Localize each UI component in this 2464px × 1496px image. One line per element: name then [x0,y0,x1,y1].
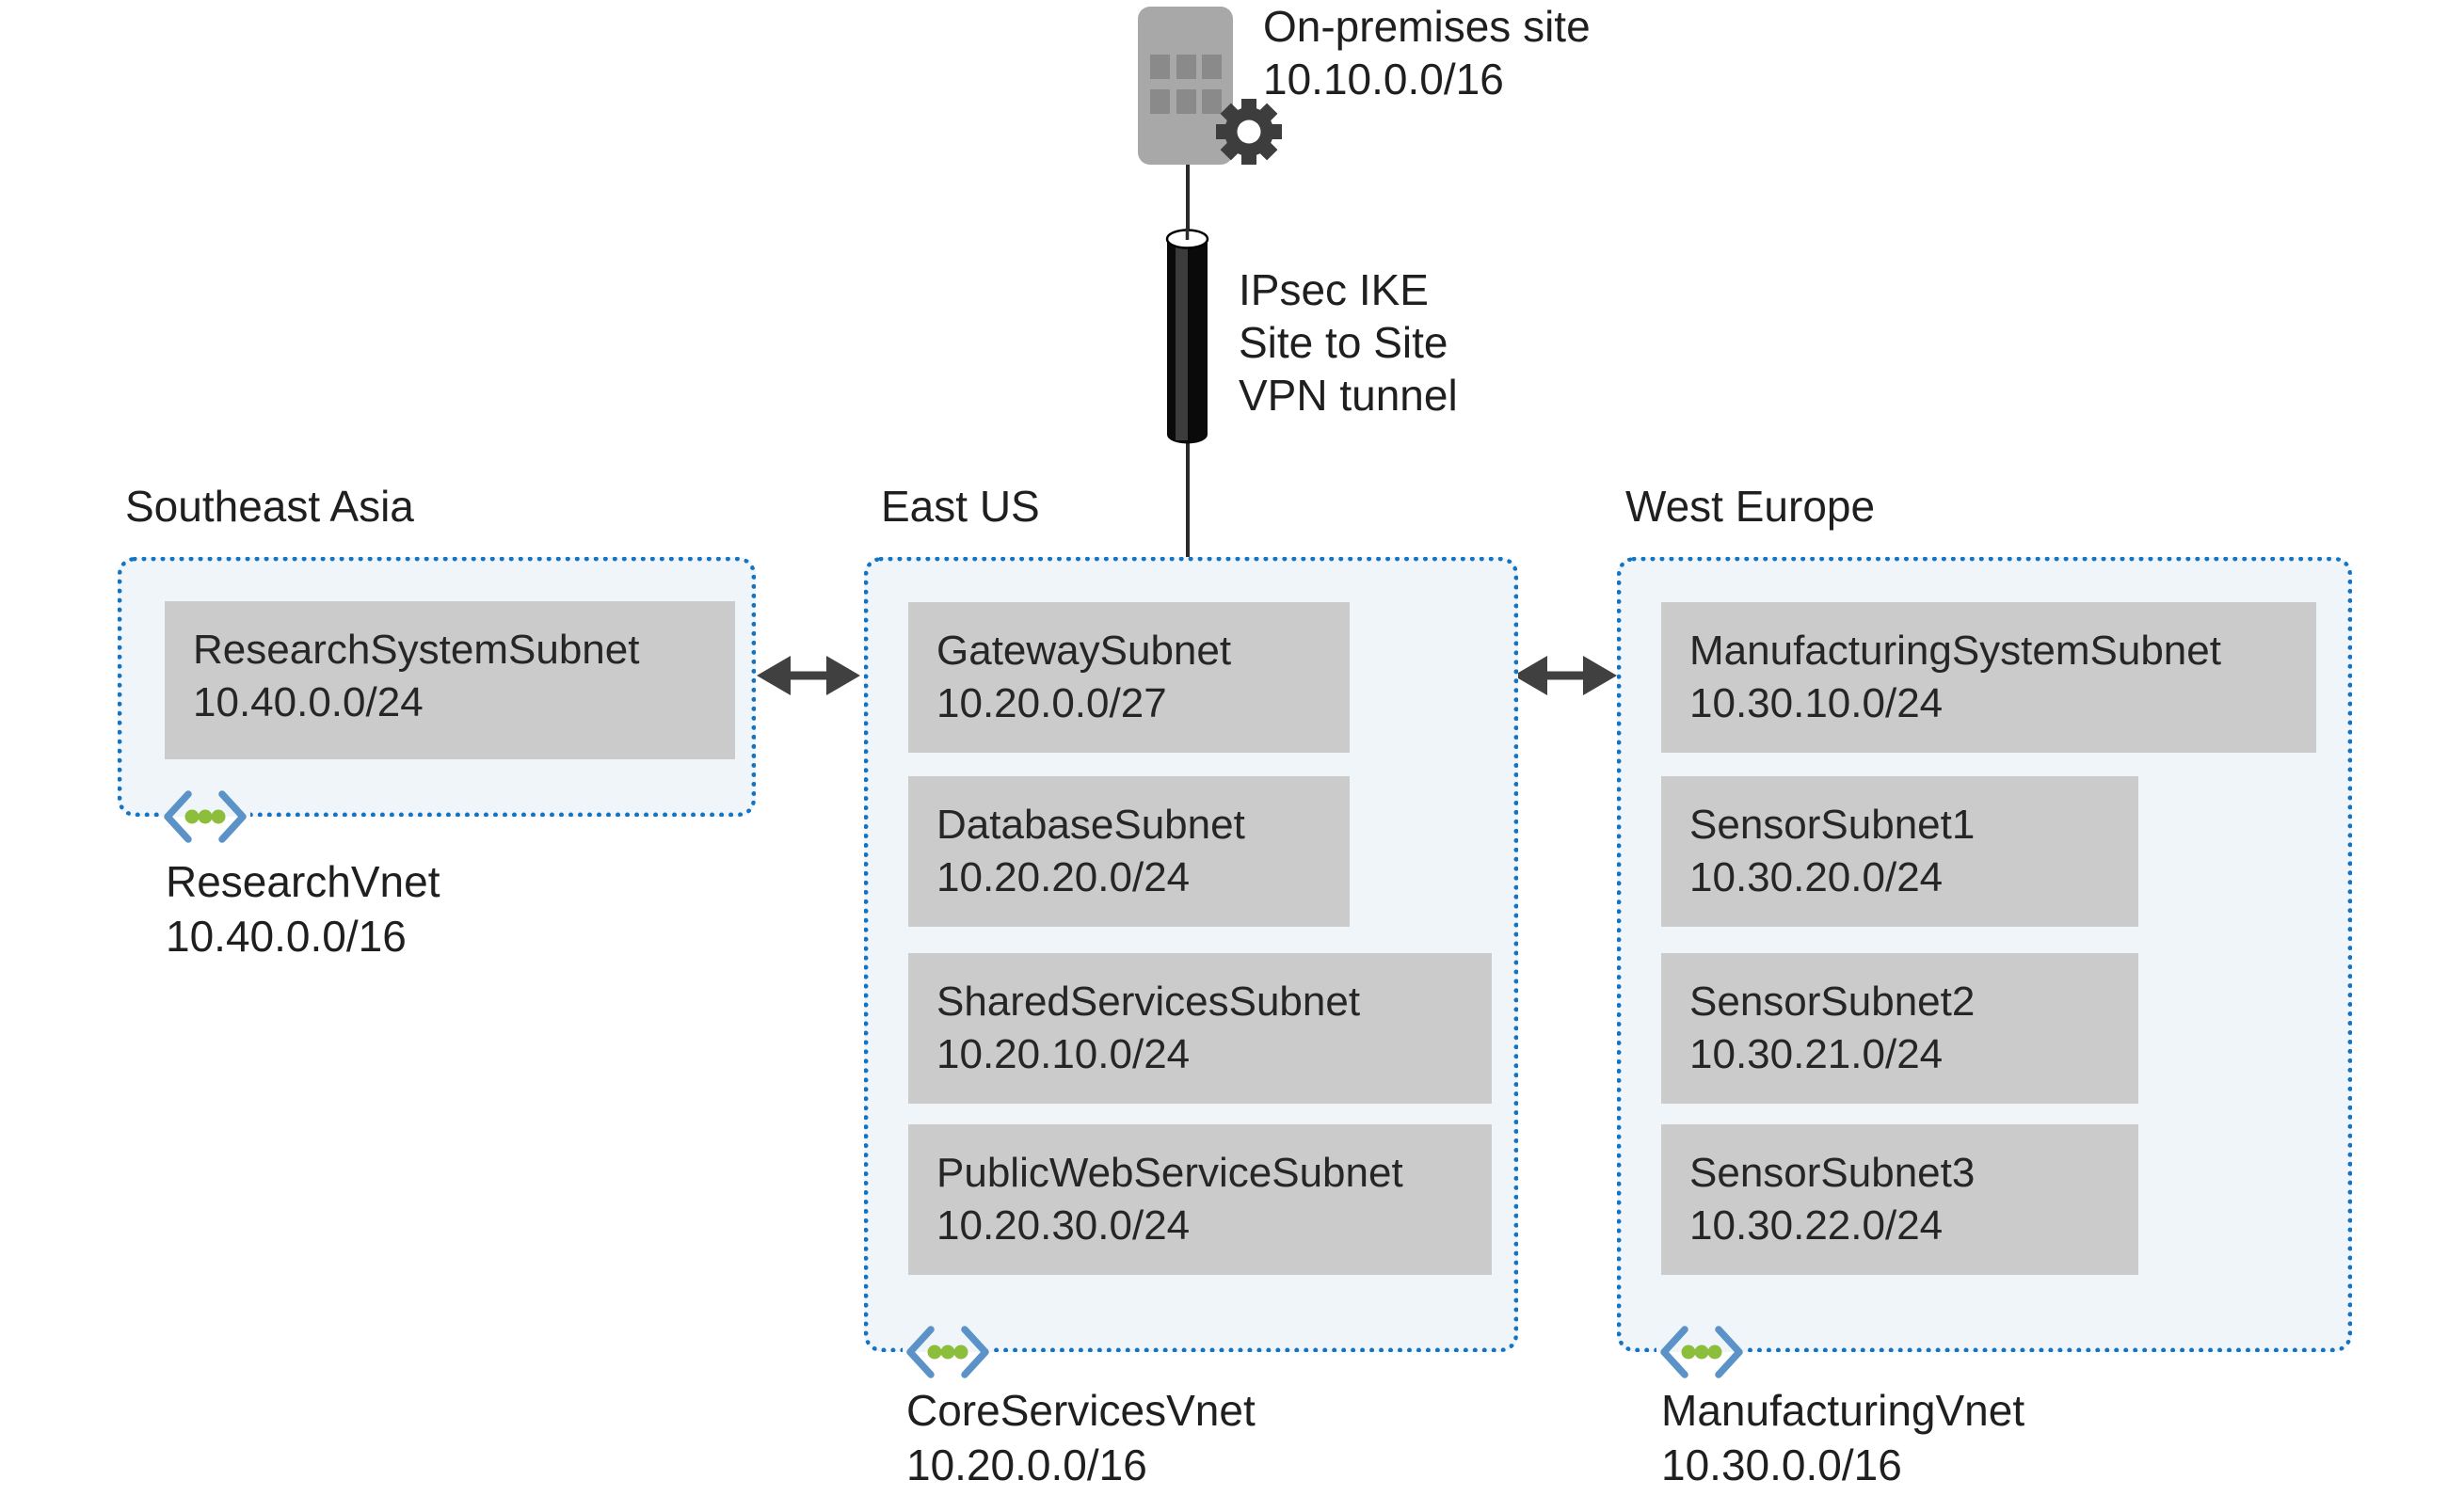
vpn-tunnel-icon [1165,228,1209,444]
on-premises-building-icon [1138,7,1282,165]
subnet-cidr: 10.30.22.0/24 [1689,1202,1944,1249]
vnet-label-manufacturingvnet: ManufacturingVnet 10.30.0.0/16 [1661,1383,2024,1492]
region-box-west-europe: ManufacturingSystemSubnet 10.30.10.0/24 … [1617,557,2352,1352]
vnet-name: CoreServicesVnet [906,1386,1256,1435]
subnet-name: PublicWebServiceSubnet [936,1150,1403,1196]
vpn-label-line3: VPN tunnel [1239,371,1458,420]
vnet-label-researchvnet: ResearchVnet 10.40.0.0/16 [166,854,440,963]
vnet-icon-manufacturingvnet [1656,1322,1747,1382]
subnet-cidr: 10.20.10.0/24 [936,1031,1191,1077]
vnet-label-coreservicesvnet: CoreServicesVnet 10.20.0.0/16 [906,1383,1256,1492]
vnet-cidr: 10.30.0.0/16 [1661,1440,1902,1489]
subnet-name: ManufacturingSystemSubnet [1689,628,2221,674]
subnet-box-sharedservicessubnet: SharedServicesSubnet 10.20.10.0/24 [908,953,1492,1104]
vpn-tunnel-label: IPsec IKE Site to Site VPN tunnel [1239,263,1458,422]
subnet-cidr: 10.20.30.0/24 [936,1202,1191,1249]
on-premises-cidr: 10.10.0.0/16 [1263,55,1504,103]
vnet-name: ManufacturingVnet [1661,1386,2025,1435]
region-title-west-europe: West Europe [1625,482,1876,531]
subnet-name: SensorSubnet1 [1689,802,1976,848]
subnet-box-sensorsubnet2: SensorSubnet2 10.30.21.0/24 [1661,953,2138,1104]
subnet-box-gatewaysubnet: GatewaySubnet 10.20.0.0/27 [908,602,1350,753]
subnet-name: ResearchSystemSubnet [193,627,640,673]
subnet-box-manufacturingsystemsubnet: ManufacturingSystemSubnet 10.30.10.0/24 [1661,602,2316,753]
on-premises-label-block: On-premises site 10.10.0.0/16 [1263,0,1591,105]
region-title-southeast-asia: Southeast Asia [125,482,414,531]
subnet-name: DatabaseSubnet [936,802,1245,848]
on-premises-site-label: On-premises site [1263,2,1591,51]
vnet-cidr: 10.20.0.0/16 [906,1440,1147,1489]
subnet-box-publicwebservicesubnet: PublicWebServiceSubnet 10.20.30.0/24 [908,1124,1492,1275]
subnet-cidr: 10.20.0.0/27 [936,680,1167,726]
vpn-label-line2: Site to Site [1239,318,1448,367]
subnet-cidr: 10.30.21.0/24 [1689,1031,1944,1077]
subnet-name: SensorSubnet2 [1689,979,1976,1025]
gear-icon [1216,99,1282,165]
region-title-east-us: East US [881,482,1040,531]
subnet-box-researchsystemsubnet: ResearchSystemSubnet 10.40.0.0/24 [165,601,735,759]
subnet-cidr: 10.40.0.0/24 [193,679,424,725]
subnet-cidr: 10.20.20.0/24 [936,854,1191,900]
peering-arrow-southeastasia-eastus [757,656,860,695]
subnet-box-sensorsubnet3: SensorSubnet3 10.30.22.0/24 [1661,1124,2138,1275]
subnet-name: SharedServicesSubnet [936,979,1361,1025]
peering-arrow-eastus-westeurope [1513,656,1617,695]
subnet-name: SensorSubnet3 [1689,1150,1976,1196]
vpn-label-line1: IPsec IKE [1239,265,1429,314]
subnet-box-sensorsubnet1: SensorSubnet1 10.30.20.0/24 [1661,776,2138,927]
vnet-cidr: 10.40.0.0/16 [166,912,407,961]
subnet-cidr: 10.30.20.0/24 [1689,854,1944,900]
vnet-icon-researchvnet [160,787,250,847]
region-box-southeast-asia: ResearchSystemSubnet 10.40.0.0/24 [118,557,756,817]
vnet-name: ResearchVnet [166,857,440,906]
subnet-cidr: 10.30.10.0/24 [1689,680,1944,726]
subnet-box-databasesubnet: DatabaseSubnet 10.20.20.0/24 [908,776,1350,927]
region-box-east-us: GatewaySubnet 10.20.0.0/27 DatabaseSubne… [864,557,1518,1352]
vnet-icon-coreservicesvnet [903,1322,993,1382]
subnet-name: GatewaySubnet [936,628,1232,674]
